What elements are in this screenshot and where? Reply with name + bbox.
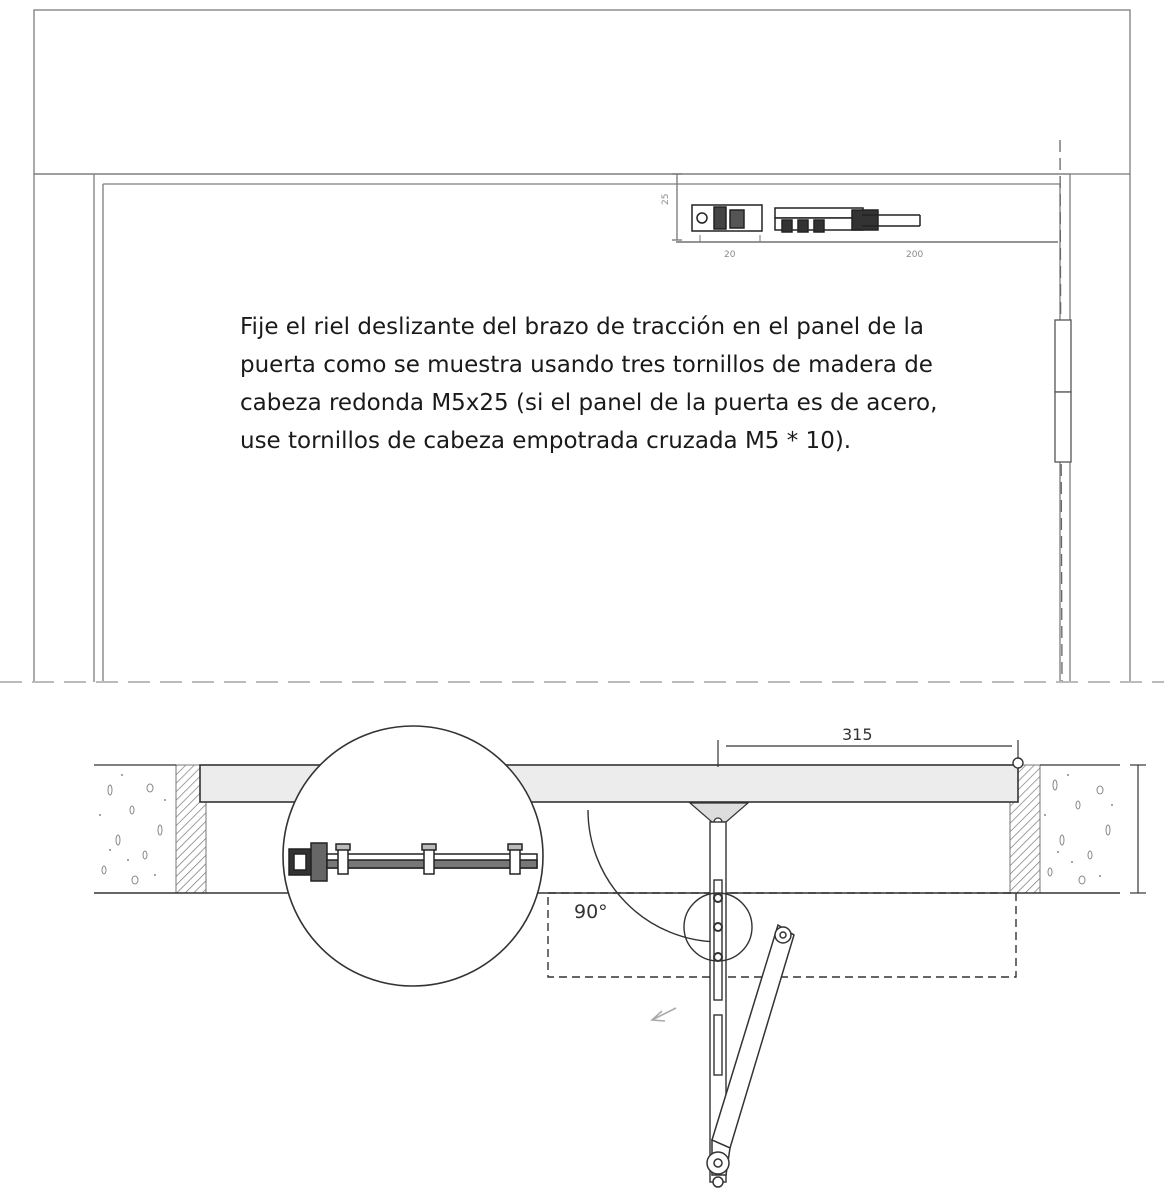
rail-screws [713,893,723,962]
instruction-text: Fije el riel deslizante del brazo de tra… [240,308,1000,460]
slide-rail-front [691,204,921,242]
dim-right-label: 200 [906,250,923,260]
dim-left-label: 20 [724,250,736,260]
instruction-line-4: use tornillos de cabeza empotrada cruzad… [240,428,852,454]
dim-315-label: 315 [842,725,873,744]
hinge-upper [1054,319,1072,393]
direction-arrow [650,1007,677,1022]
detail-view [282,725,544,987]
hinge-lower [1054,391,1072,463]
dim-315 [717,740,1019,767]
dim-vertical-label: 25 [661,194,671,205]
wall-left [94,764,207,894]
instruction-line-2: puerta como se muestra usando tres torni… [240,352,933,378]
angle-label: 90° [574,901,608,923]
lintel-outline [33,9,1131,175]
front-view [33,9,1131,683]
wall-right [1009,764,1120,894]
instruction-line-1: Fije el riel deslizante del brazo de tra… [240,314,924,340]
hinge-pivot [1012,757,1024,769]
angle-arc [587,809,719,943]
instruction-line-3: cabeza redonda M5x25 (si el panel de la … [240,390,938,416]
arm-link [706,923,795,1188]
